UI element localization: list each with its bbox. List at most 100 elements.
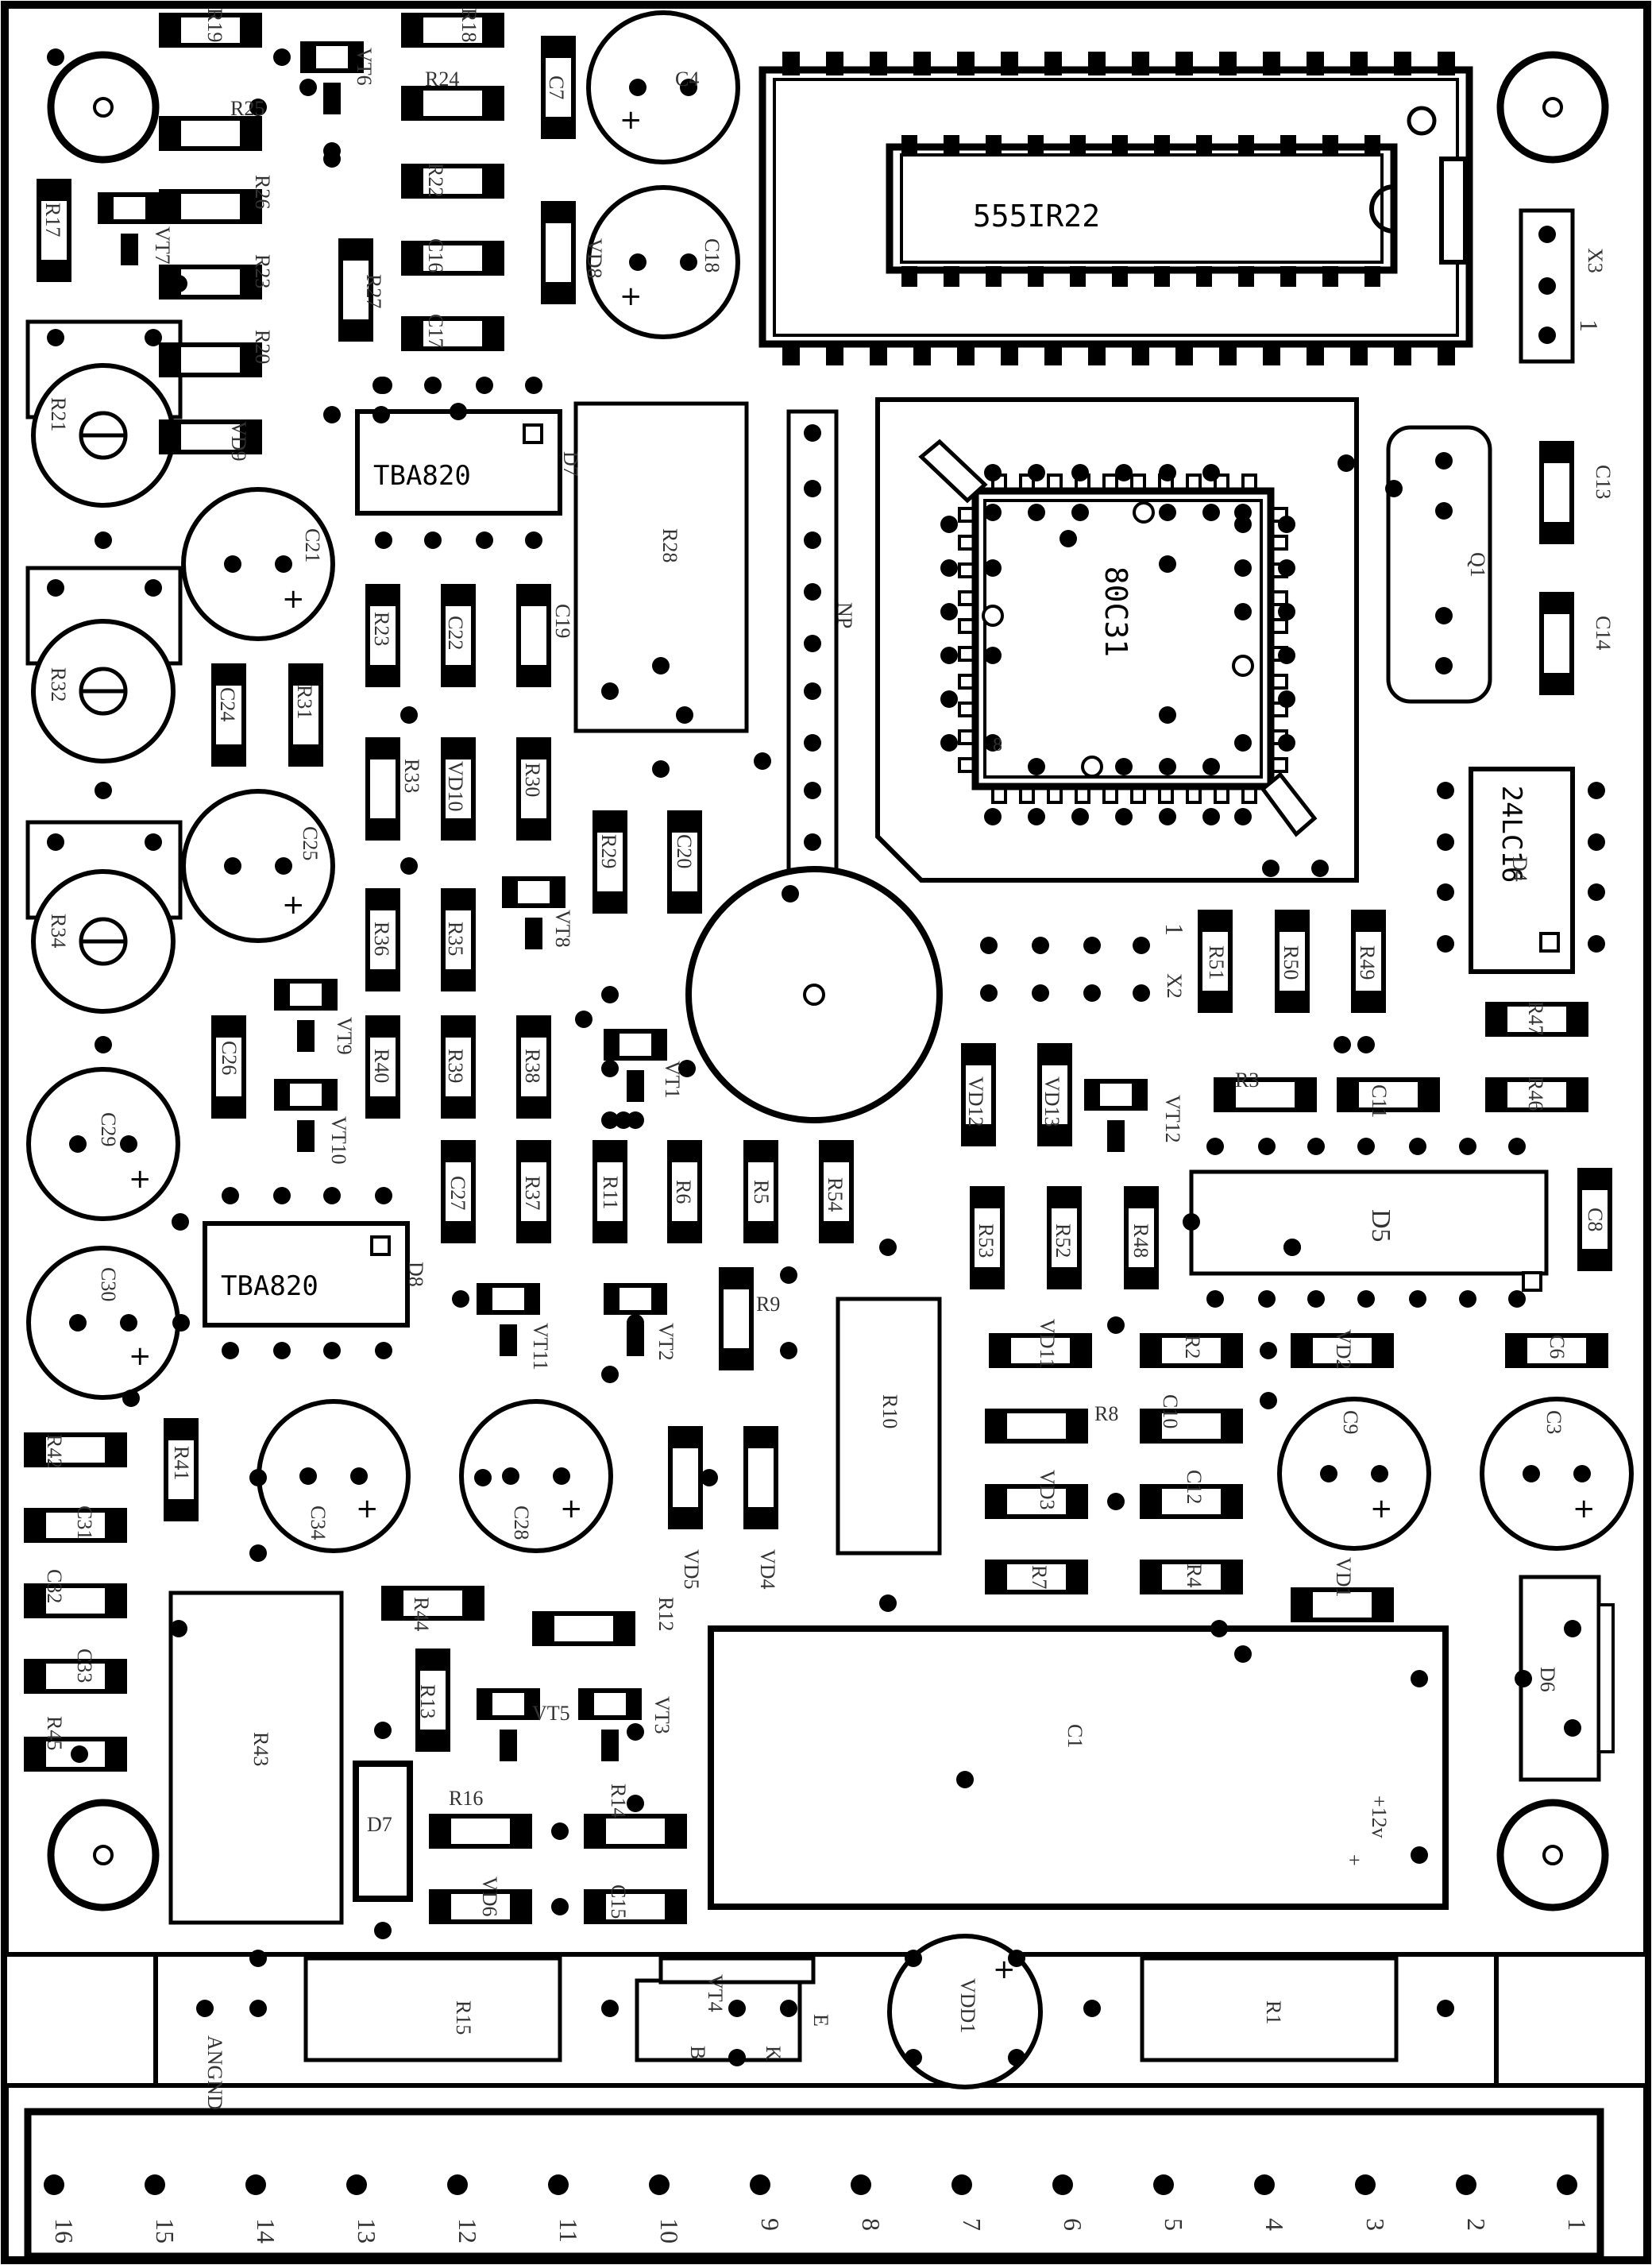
lbl-VT7: VT7 [151,226,174,265]
lbl-B: B [686,2046,709,2059]
vdd1-body [887,1934,1043,2089]
lbl-plus12v: +12v [1368,1795,1391,1838]
lbl-C13: C13 [1592,465,1615,499]
lbl-D6: D6 [1536,1667,1559,1692]
lbl-C6: C6 [1546,1335,1569,1359]
lbl-R8: R8 [1094,1402,1118,1425]
lbl-D5: D5 [1366,1209,1395,1243]
lbl-R28: R28 [658,528,681,562]
lbl-VD5: VD5 [680,1549,703,1590]
svg-text:+: + [282,583,305,615]
lbl-C17: C17 [424,314,447,348]
lbl-R12: R12 [654,1597,677,1631]
lbl-X2-pin1: 1 [1160,923,1189,936]
svg-text:+: + [1573,1493,1596,1525]
lbl-plus: + [1349,1849,1361,1872]
lbl-R23: R23 [251,254,274,288]
r10-body [836,1297,942,1556]
lbl-R3: R3 [1235,1069,1259,1092]
connector-16 [24,2108,1604,2260]
ic-80c31: 80C31 [875,397,1359,883]
lbl-R35: R35 [444,922,467,956]
lbl-VT11: VT11 [529,1323,552,1370]
lbl-C9: C9 [1339,1410,1362,1434]
lbl-VT6: VT6 [353,48,376,86]
lbl-R49: R49 [1356,945,1379,980]
lbl-R30: R30 [521,763,544,797]
lbl-C4: C4 [675,68,699,91]
lbl-R7: R7 [1028,1565,1051,1589]
lbl-X3: X3 [1584,248,1607,273]
lbl-VT9: VT9 [333,1017,356,1055]
lbl-C12: C12 [1183,1470,1206,1504]
lbl-D4: D4 [1508,856,1531,882]
lbl-R13: R13 [416,1684,439,1718]
pin-label-10: 10 [655,2218,684,2244]
r43-body [168,1591,344,1925]
svg-text:+: + [993,1954,1016,1985]
lbl-C33: C33 [73,1649,96,1683]
chip-label-555ir22: 555IR22 [973,199,1100,234]
lbl-R29: R29 [597,834,620,868]
mount-hole-tl [51,55,156,160]
lbl-VD10: VD10 [444,761,467,812]
lbl-VD12: VD12 [964,1076,987,1127]
pin-label-12: 12 [454,2218,482,2244]
lbl-C22: C22 [444,616,467,650]
pin-label-6: 6 [1059,2218,1087,2231]
lbl-ANGND: ANGND [203,2035,226,2110]
lbl-VT1: VT1 [661,1061,684,1099]
lbl-R6: R6 [672,1180,695,1204]
pin-label-1: 1 [1563,2218,1592,2231]
lbl-C29: C29 [97,1112,120,1146]
lbl-C24: C24 [216,687,239,721]
lbl-R26: R26 [251,175,274,209]
lbl-R44: R44 [410,1597,433,1631]
lbl-R31: R31 [293,685,316,719]
lbl-R53: R53 [975,1223,998,1258]
lbl-VD8: VD8 [583,238,606,279]
lbl-R50: R50 [1280,945,1303,980]
mount-hole-tr [1500,55,1605,160]
lbl-R23b: R23 [370,612,393,646]
lbl-NP: NP [833,602,856,628]
lbl-C14: C14 [1592,616,1615,650]
lbl-R42: R42 [43,1434,66,1468]
pin-label-7: 7 [958,2218,986,2231]
lbl-R52: R52 [1052,1223,1075,1258]
lbl-R22: R22 [424,163,447,197]
lbl-C8: C8 [1584,1208,1607,1231]
lbl-R17: R17 [41,203,64,237]
lbl-C16: C16 [424,238,447,272]
lbl-R27: R27 [362,274,385,308]
lbl-VT3: VT3 [650,1696,674,1734]
d7-body [353,1761,413,1902]
lbl-R16: R16 [449,1787,483,1810]
lbl-VT2: VT2 [654,1323,677,1361]
lbl-C20: C20 [673,834,696,868]
svg-text:+: + [560,1493,583,1525]
lbl-R33: R33 [400,759,423,793]
chip-label-80c31: 80C31 [1098,566,1133,657]
lbl-C34: C34 [307,1505,330,1540]
lbl-VT8: VT8 [551,910,574,948]
lbl-VT10: VT10 [327,1116,350,1165]
pin-label-2: 2 [1462,2218,1491,2231]
lbl-R19: R19 [203,8,226,42]
svg-text:+: + [129,1163,152,1195]
lbl-VDD1: VDD1 [956,1978,979,2033]
lbl-D7: D7 [367,1813,392,1836]
r15-body [303,1956,562,2062]
lbl-D8: D8 [404,1262,427,1287]
lbl-D7-top: D7 [559,451,582,477]
lbl-VD4: VD4 [756,1549,779,1590]
lbl-C19: C19 [551,604,574,638]
lbl-C10: C10 [1159,1394,1182,1428]
lbl-C27: C27 [446,1176,469,1210]
lbl-VT5: VT5 [532,1702,570,1725]
lbl-R20: R20 [251,330,274,364]
lbl-R24: R24 [425,68,459,91]
pin-label-11: 11 [554,2218,583,2243]
pin-label-8: 8 [857,2218,886,2231]
svg-text:+: + [1370,1493,1393,1525]
